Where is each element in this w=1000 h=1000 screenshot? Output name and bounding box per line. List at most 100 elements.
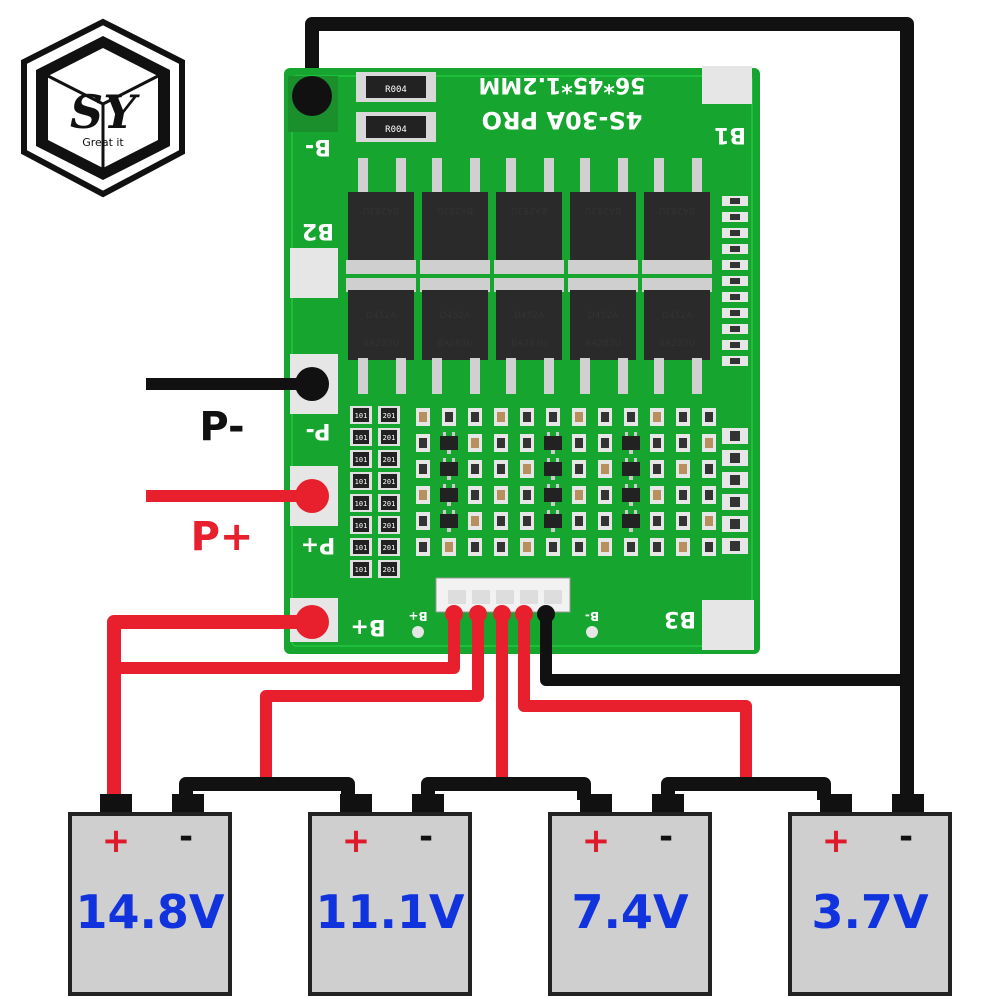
smd-part: [650, 408, 664, 426]
smd-resistor: 201: [378, 538, 400, 556]
mosfet-code: BA283U: [511, 205, 547, 215]
smd-resistor: 101: [350, 406, 372, 424]
smd-part: [494, 538, 508, 556]
smd-part: [440, 510, 458, 532]
smd-part: [416, 460, 430, 478]
smd-part: [572, 538, 586, 556]
smd-part: [544, 510, 562, 532]
pad-b2: [290, 248, 338, 298]
smd-resistor: 101: [350, 560, 372, 578]
mosfet-code: BA283U: [659, 205, 695, 215]
smd-part: [650, 434, 664, 452]
smd-part: [546, 408, 560, 426]
battery-body: [788, 812, 952, 996]
smd-part: [468, 434, 482, 452]
smd-part: [520, 538, 534, 556]
smd-part: [572, 434, 586, 452]
pad-label-b-plus: B+: [350, 614, 385, 639]
board-model-label: 4S-30A PRO: [482, 106, 643, 134]
smd-right-part: [722, 276, 748, 286]
pad-label-b3: B3: [664, 606, 696, 631]
battery-plus-sign: +: [582, 821, 611, 861]
wire-p-plus: [146, 479, 329, 513]
resistor-code-2: R004: [385, 125, 407, 135]
series-links: [179, 777, 831, 800]
smd-part: [468, 460, 482, 478]
smd-part: [520, 460, 534, 478]
pcb-board: B- B2 P- P+ B+ B1 B3 56*45*1.2MM 4S-30A …: [284, 66, 760, 654]
smd-right-part: [722, 356, 748, 366]
pad-label-p-minus: P-: [306, 418, 331, 443]
smd-part: [520, 434, 534, 452]
smd-right-part: [722, 196, 748, 206]
battery-body: [308, 812, 472, 996]
smd-part: [416, 538, 430, 556]
smd-code: 201: [383, 456, 396, 464]
smd-resistor: 101: [350, 494, 372, 512]
smd-part: [702, 538, 716, 556]
smd-right-part: [722, 292, 748, 302]
sense-resistor-1: R004: [356, 72, 436, 102]
mosfet-code: BA283U: [437, 339, 473, 349]
smd-part: [440, 458, 458, 480]
sense-resistor-2: R004: [356, 112, 436, 142]
mosfet-top-5: BA283U: [642, 158, 712, 274]
mosfet-top-2: BA283U: [420, 158, 490, 274]
smd-resistor: 201: [378, 494, 400, 512]
smd-right-part: [722, 472, 748, 488]
smd-part: [494, 486, 508, 504]
smd-part: [598, 460, 612, 478]
mosfet-code: BA283U: [585, 339, 621, 349]
smd-part: [468, 512, 482, 530]
smd-part: [598, 486, 612, 504]
smd-right-part: [722, 324, 748, 334]
smd-code: 201: [383, 434, 396, 442]
smd-part: [468, 408, 482, 426]
smd-part: [650, 538, 664, 556]
mosfet-code: D452A: [366, 311, 397, 321]
dot-b-minus: [292, 76, 332, 116]
smd-code: 101: [355, 456, 368, 464]
smd-part: [416, 512, 430, 530]
smd-part: [494, 460, 508, 478]
battery-minus-sign: -: [179, 817, 193, 857]
wire-b-plus: [107, 605, 329, 800]
smd-part: [494, 434, 508, 452]
smd-part: [494, 408, 508, 426]
smd-part: [468, 486, 482, 504]
smd-code: 101: [355, 434, 368, 442]
smd-part: [598, 434, 612, 452]
smd-right-part: [722, 212, 748, 222]
smd-code: 101: [355, 478, 368, 486]
battery-plus-sign: +: [822, 821, 851, 861]
smd-part: [702, 512, 716, 530]
balance-wires: [114, 605, 907, 784]
mosfet-code: BA283U: [585, 205, 621, 215]
mosfet-code: D452A: [662, 311, 693, 321]
smd-right-part: [722, 308, 748, 318]
smd-right-part: [722, 428, 748, 444]
smd-code: 201: [383, 478, 396, 486]
battery-body: [68, 812, 232, 996]
mosfet-code: BA283U: [363, 205, 399, 215]
smd-part: [702, 408, 716, 426]
smd-part: [598, 512, 612, 530]
smd-part: [520, 408, 534, 426]
mosfet-code: D452A: [440, 311, 471, 321]
smd-component-grid: [416, 408, 716, 556]
smd-part: [440, 484, 458, 506]
smd-resistor: 201: [378, 406, 400, 424]
smd-part: [624, 538, 638, 556]
smd-part: [544, 484, 562, 506]
mosfet-code: BA283U: [511, 339, 547, 349]
smd-part: [676, 512, 690, 530]
pad-label-b-minus: B-: [305, 134, 331, 159]
battery-voltage: 3.7V: [811, 885, 928, 939]
smd-part: [676, 408, 690, 426]
mosfet-row-bottom: D452ABA283UD452ABA283UD452ABA283UD452ABA…: [346, 278, 712, 394]
smd-part: [598, 408, 612, 426]
smd-code: 101: [355, 566, 368, 574]
balance-label-b-minus: B-: [585, 609, 599, 623]
